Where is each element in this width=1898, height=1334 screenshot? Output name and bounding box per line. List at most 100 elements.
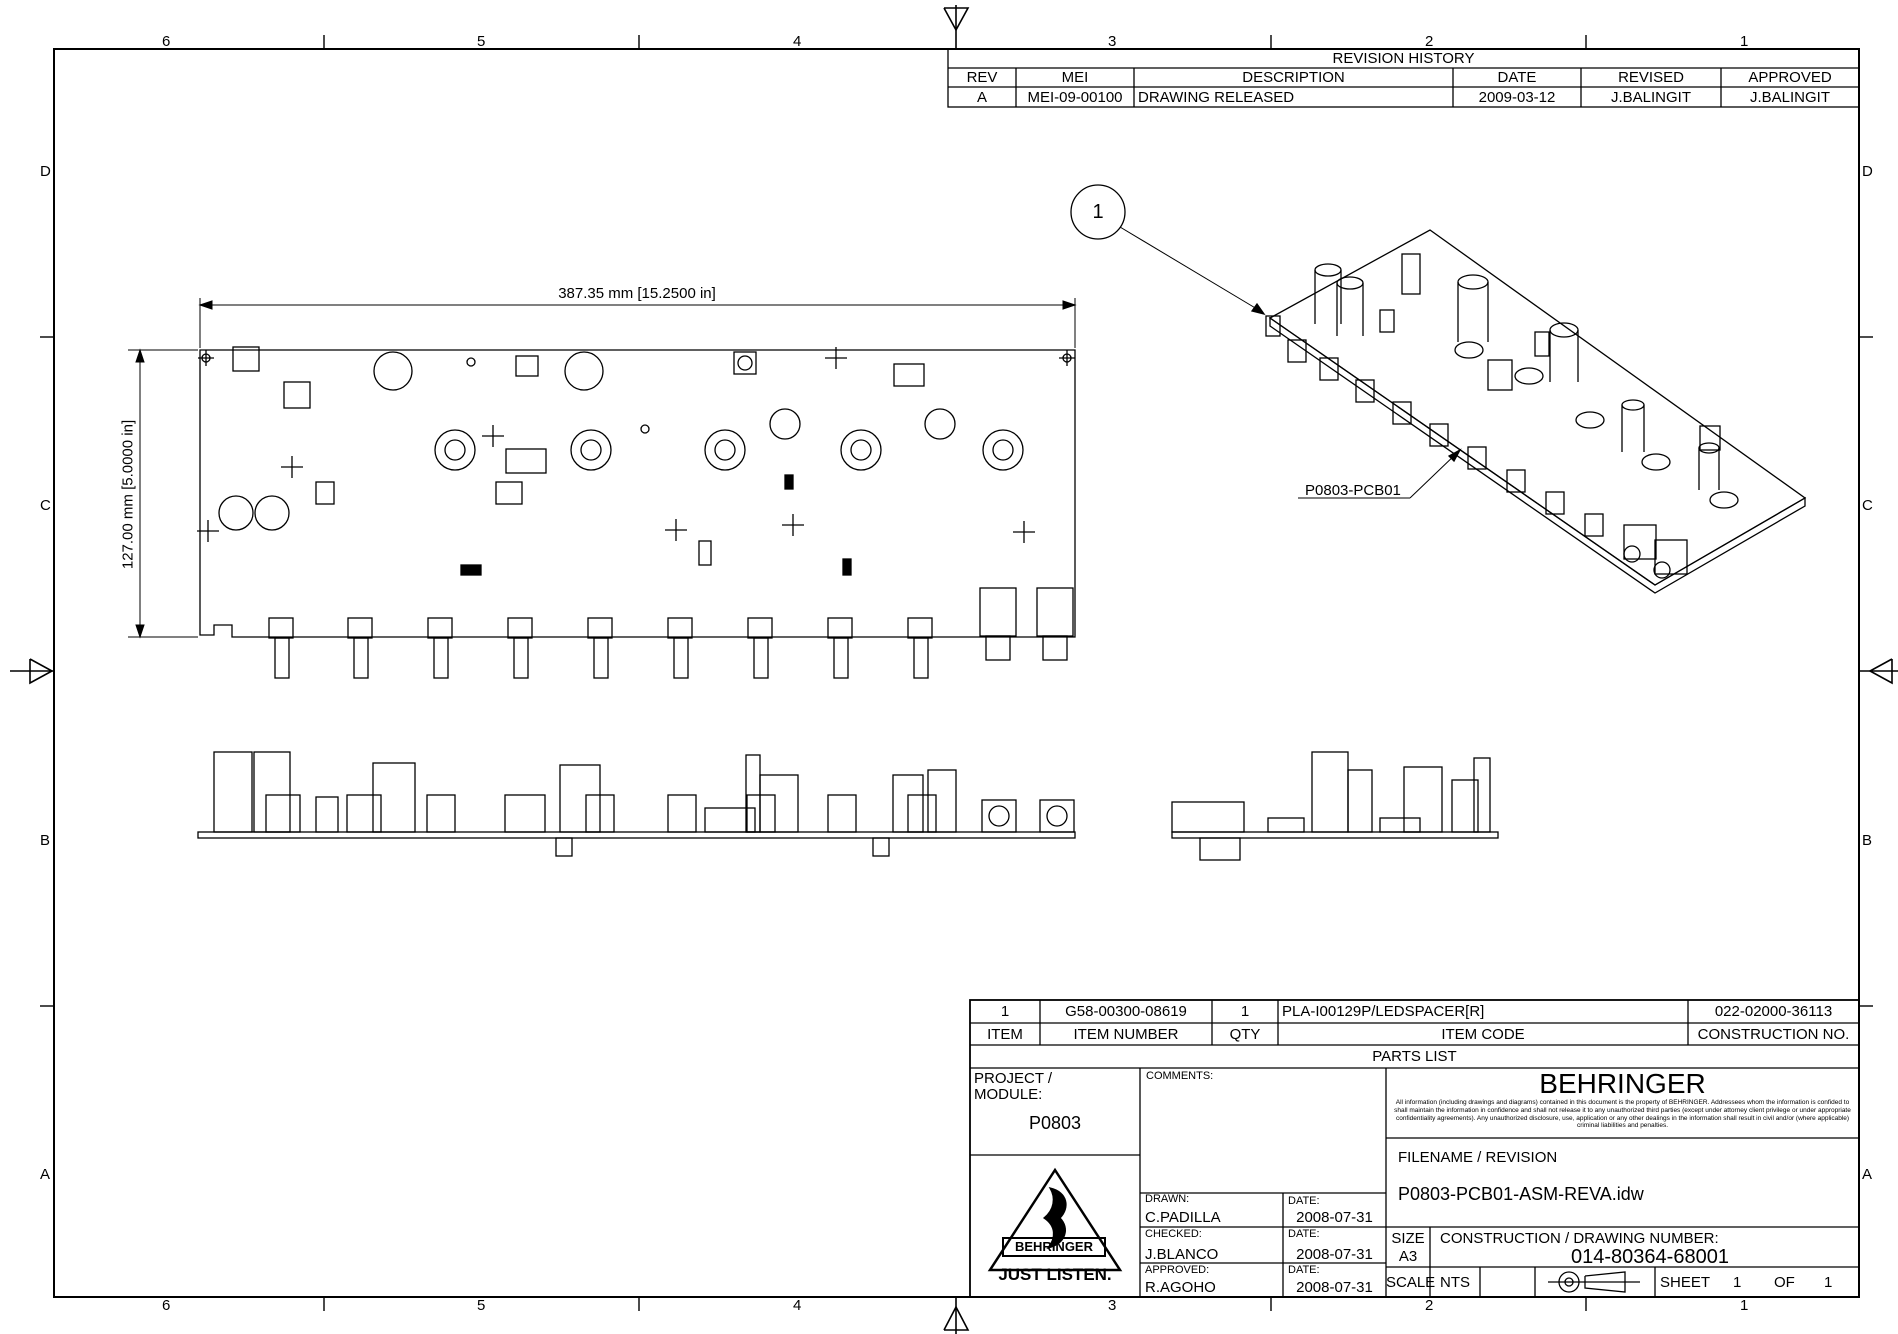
zone-row-d-left: D [40,163,51,180]
rev-header-approved: APPROVED [1748,69,1832,86]
zone-col-4-top: 4 [793,33,802,50]
zone-col-3-bottom: 3 [1108,1297,1117,1314]
construction-number-value: 014-80364-68001 [1571,1246,1729,1268]
rev-header-mei: MEI [1061,69,1089,86]
of-value: 1 [1824,1274,1833,1291]
parts-cell-item: 1 [1000,1003,1010,1020]
logo-text: BEHRINGER [1014,1239,1093,1254]
pcb-isometric-view [1070,184,1807,594]
zone-col-6-bottom: 6 [162,1297,171,1314]
parts-header-item: ITEM [987,1026,1023,1043]
rev-header-date: DATE [1497,69,1537,86]
parts-cell-construction-no: 022-02000-36113 [1714,1003,1833,1020]
iso-board [1268,229,1807,586]
potentiometers [434,429,1024,471]
item-balloon-number: 1 [1092,201,1104,223]
of-label: OF [1774,1274,1795,1291]
rev-cell-rev: A [976,89,987,106]
rev-cell-revised: J.BALINGIT [1610,89,1692,106]
zone-row-b-right: B [1862,832,1873,849]
comments-label: COMMENTS: [1146,1070,1214,1082]
zone-col-5-bottom: 5 [477,1297,486,1314]
zone-row-a-right: A [1862,1166,1873,1183]
item-balloon [1070,184,1126,240]
sheet-label: SHEET [1660,1274,1711,1291]
parts-header-item-number: ITEM NUMBER [1073,1026,1179,1043]
parts-header-qty: QTY [1229,1026,1261,1043]
drawn-label: DRAWN: [1145,1193,1190,1205]
zone-col-1-top: 1 [1740,33,1749,50]
center-arrows [10,5,1898,1334]
zone-row-b-left: B [40,832,51,849]
zone-row-d-right: D [1862,163,1873,180]
checked-value: J.BLANCO [1145,1246,1219,1263]
sheet-value: 1 [1733,1274,1742,1291]
fiducials [197,347,1075,543]
parts-list-title: PARTS LIST [1372,1048,1457,1065]
zone-row-c-right: C [1862,497,1873,514]
parts-header-construction-no: CONSTRUCTION NO. [1697,1026,1850,1043]
approved-date-label: DATE: [1288,1264,1320,1276]
width-dimension [198,298,1077,348]
pcb-front-view [197,751,1076,857]
jack-row [268,587,1074,679]
height-dimension [128,348,198,639]
rev-cell-mei: MEI-09-00100 [1027,89,1123,106]
company-name: BEHRINGER [1539,1068,1706,1099]
rev-cell-approved: J.BALINGIT [1749,89,1831,106]
zone-col-5-top: 5 [477,33,486,50]
rev-header-revised: REVISED [1618,69,1684,86]
approved-date-value: 2008-07-31 [1296,1279,1373,1296]
zone-col-4-bottom: 4 [793,1297,802,1314]
project-module-value: P0803 [1028,1113,1082,1133]
revision-history-title: REVISION HISTORY [1332,50,1475,67]
zone-row-a-left: A [40,1166,51,1183]
title-block-lines [969,999,1860,1298]
zone-col-2-top: 2 [1425,33,1434,50]
drawn-date-value: 2008-07-31 [1296,1209,1373,1226]
drawn-date-label: DATE: [1288,1195,1320,1207]
pcb-outline [199,349,1076,638]
rev-header-rev: REV [966,69,998,86]
zone-col-6-top: 6 [162,33,171,50]
size-value: A3 [1398,1248,1418,1265]
filename-label: FILENAME / REVISION [1398,1149,1558,1166]
zone-col-1-bottom: 1 [1740,1297,1749,1314]
zone-col-2-bottom: 2 [1425,1297,1434,1314]
front-view-board [197,831,1076,839]
checked-date-value: 2008-07-31 [1296,1246,1373,1263]
project-module-label: PROJECT / MODULE: [974,1070,1053,1103]
scale-label: SCALE [1386,1274,1436,1291]
drawn-value: C.PADILLA [1145,1209,1221,1226]
projection-symbol [1548,1271,1640,1293]
checked-date-label: DATE: [1288,1228,1320,1240]
filename-value: P0803-PCB01-ASM-REVA.idw [1398,1184,1644,1204]
revision-table-lines [947,48,1860,108]
parts-cell-qty: 1 [1240,1003,1250,1020]
zone-ticks [40,35,1873,1311]
pcb-part-label: P0803-PCB01 [1305,482,1401,499]
rev-cell-description: DRAWING RELEASED [1138,89,1295,106]
pcb-top-view [128,298,1077,679]
parts-cell-item-code: PLA-I00129P/LEDSPACER[R] [1282,1003,1485,1020]
construction-number-label: CONSTRUCTION / DRAWING NUMBER: [1440,1230,1719,1247]
parts-header-item-code: ITEM CODE [1441,1026,1525,1043]
confidentiality-notice: All information (including drawings and … [1394,1099,1851,1130]
zone-row-c-left: C [40,497,51,514]
rev-header-description: DESCRIPTION [1242,69,1345,86]
scale-value: NTS [1440,1274,1470,1291]
checked-label: CHECKED: [1145,1228,1202,1240]
iso-jacks [1287,339,1688,579]
pcb-side-view [1171,751,1499,861]
parts-cell-item-number: G58-00300-08619 [1065,1003,1187,1020]
height-dimension-label: 127.00 mm [5.0000 in] [119,419,137,570]
width-dimension-label: 387.35 mm [15.2500 in] [558,285,716,302]
rev-cell-date: 2009-03-12 [1478,89,1556,106]
slogan: JUST LISTEN. [998,1265,1112,1284]
zone-col-3-top: 3 [1108,33,1117,50]
approved-value: R.AGOHO [1145,1279,1216,1296]
size-label: SIZE [1391,1230,1425,1247]
behringer-logo [987,1167,1123,1272]
approved-label: APPROVED: [1145,1264,1210,1276]
